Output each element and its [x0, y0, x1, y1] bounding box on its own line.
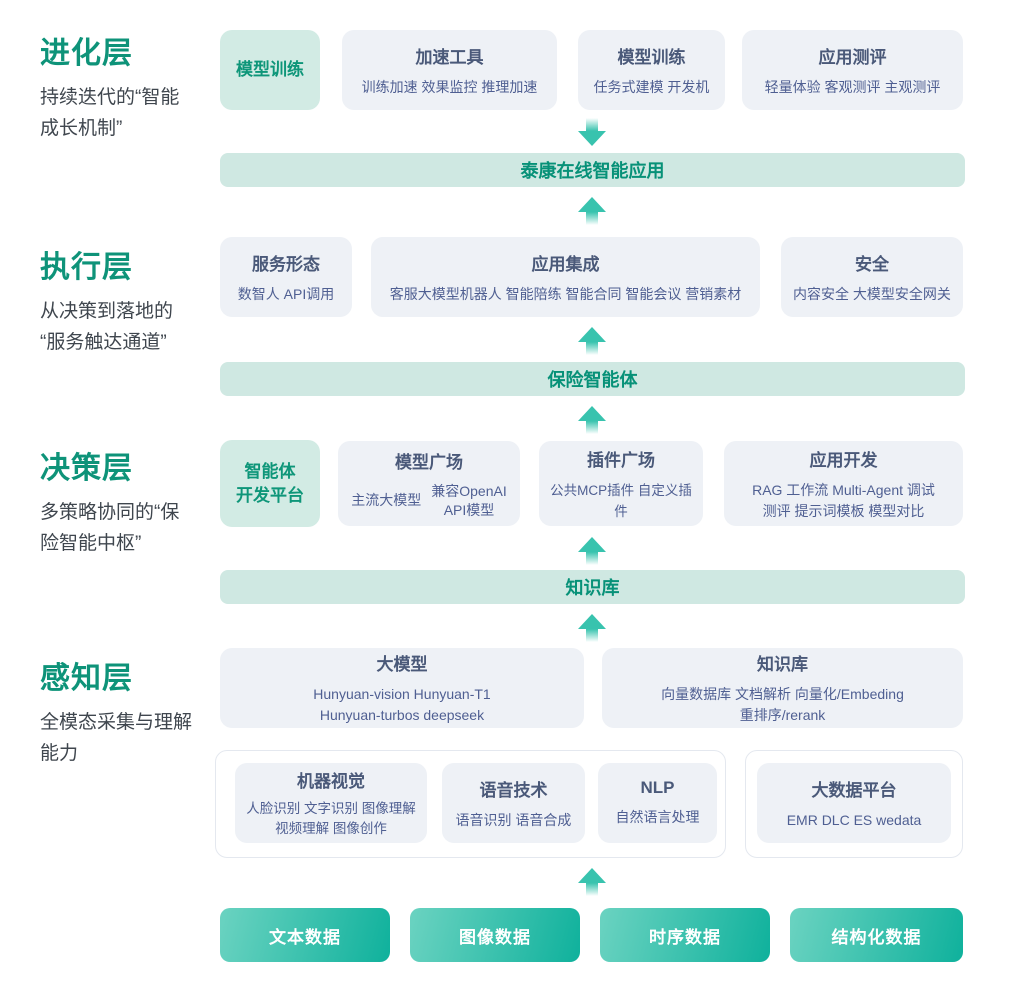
- arrow-up-icon: [578, 537, 606, 565]
- box-accel-tools: 加速工具 训练加速 效果监控 推理加速: [342, 30, 557, 110]
- arrow-tail: [586, 552, 598, 565]
- arrow-head: [578, 131, 606, 146]
- box-speech-tech: 语音技术 语音识别 语音合成: [442, 763, 585, 843]
- box-title: 机器视觉: [297, 772, 365, 791]
- box-security: 安全 内容安全 大模型安全网关: [781, 237, 963, 317]
- box-title: 应用集成: [531, 254, 600, 274]
- box-app-integration: 应用集成 客服大模型机器人 智能陪练 智能合同 智能会议 营销素材: [371, 237, 760, 317]
- box-model-training: 模型训练 任务式建模 开发机: [578, 30, 725, 110]
- layer-label-decision: 决策层 多策略协同的“保 险智能中枢”: [40, 443, 212, 559]
- arrow-head: [578, 868, 606, 883]
- layer-desc-execution: 从决策到落地的 “服务触达通道”: [40, 301, 174, 353]
- arrow-head: [578, 537, 606, 552]
- box-subtitle: EMR DLC ES wedata: [786, 811, 922, 828]
- layer-label-evolution: 进化层 持续迭代的“智能 成长机制”: [40, 28, 212, 144]
- box-title: 应用开发: [809, 450, 878, 470]
- arrow-head: [578, 614, 606, 629]
- arrow-up-icon: [578, 406, 606, 434]
- box-title: 知识库: [757, 655, 808, 674]
- box-structured-data: 结构化数据: [790, 908, 963, 962]
- box-title: 安全: [855, 254, 889, 274]
- box-subtitle: 自然语言处理: [615, 809, 700, 825]
- box-app-dev: 应用开发 RAG 工作流 Multi-Agent 调试 测评 提示词模板 模型对…: [724, 441, 963, 526]
- box-model-training-green: 模型训练: [220, 30, 320, 110]
- box-subtitle-right: 兼容OpenAI API模型: [431, 482, 507, 518]
- box-subtitle: RAG 工作流 Multi-Agent 调试 测评 提示词模板 模型对比: [752, 481, 935, 519]
- box-service-form: 服务形态 数智人 API调用: [220, 237, 352, 317]
- box-title: 大数据平台: [811, 780, 897, 800]
- arrow-tail: [586, 883, 598, 896]
- arrow-tail: [586, 421, 598, 434]
- box-title: 模型广场: [395, 452, 463, 472]
- layer-desc-evolution: 持续迭代的“智能 成长机制”: [40, 87, 180, 139]
- box-title: 服务形态: [252, 254, 320, 274]
- layer-desc-perception: 全模态采集与理解 能力: [40, 712, 193, 764]
- bar-insurance-agent: 保险智能体: [220, 362, 965, 396]
- arrow-up-icon: [578, 868, 606, 896]
- layer-desc-decision: 多策略协同的“保 险智能中枢”: [40, 502, 180, 554]
- arrow-tail: [586, 118, 598, 131]
- layer-title-execution: 执行层: [40, 251, 133, 284]
- box-subtitle: 语音识别 语音合成: [455, 811, 572, 828]
- box-plugin-plaza: 插件广场 公共MCP插件 自定义插件: [539, 441, 703, 526]
- box-subtitle: 主流大模型 兼容OpenAI API模型: [351, 482, 506, 520]
- box-computer-vision: 机器视觉 人脸识别 文字识别 图像理解 视频理解 图像创作: [235, 763, 427, 843]
- arrow-up-icon: [578, 327, 606, 355]
- box-title: 加速工具: [415, 47, 484, 67]
- arrow-tail: [586, 212, 598, 225]
- box-title: 语音技术: [479, 780, 548, 800]
- arrow-up-icon: [578, 614, 606, 642]
- arrow-head: [578, 406, 606, 421]
- box-title: 大模型: [376, 655, 428, 674]
- box-app-eval: 应用测评 轻量体验 客观测评 主观测评: [742, 30, 963, 110]
- arrow-head: [578, 197, 606, 212]
- box-nlp: NLP 自然语言处理: [598, 763, 717, 843]
- box-subtitle: 客服大模型机器人 智能陪练 智能合同 智能会议 营销素材: [389, 285, 742, 302]
- bar-knowledge-base: 知识库: [220, 570, 965, 604]
- box-title: 应用测评: [818, 47, 887, 67]
- layer-label-execution: 执行层 从决策到落地的 “服务触达通道”: [40, 242, 212, 358]
- box-image-data: 图像数据: [410, 908, 580, 962]
- box-subtitle: 人脸识别 文字识别 图像理解 视频理解 图像创作: [246, 801, 416, 836]
- box-timeseries-data: 时序数据: [600, 908, 770, 962]
- layer-title-perception: 感知层: [40, 662, 133, 695]
- box-subtitle: Hunyuan-vision Hunyuan-T1 Hunyuan-turbos…: [313, 686, 491, 723]
- layer-title-evolution: 进化层: [40, 37, 133, 70]
- box-title: NLP: [640, 778, 675, 797]
- bar-taikang-smart-app: 泰康在线智能应用: [220, 153, 965, 187]
- box-subtitle: 内容安全 大模型安全网关: [793, 285, 951, 302]
- box-subtitle: 数智人 API调用: [237, 285, 335, 302]
- box-subtitle: 轻量体验 客观测评 主观测评: [764, 78, 941, 95]
- box-agent-dev-platform-green: 智能体 开发平台: [220, 440, 320, 527]
- box-bigdata-platform: 大数据平台 EMR DLC ES wedata: [757, 763, 951, 843]
- box-subtitle: 公共MCP插件 自定义插件: [550, 482, 692, 519]
- arrow-tail: [586, 629, 598, 642]
- box-model-plaza: 模型广场 主流大模型 兼容OpenAI API模型: [338, 441, 520, 526]
- arrow-tail: [586, 342, 598, 355]
- box-subtitle: 训练加速 效果监控 推理加速: [361, 78, 538, 95]
- box-title: 插件广场: [587, 450, 655, 470]
- box-large-models: 大模型 Hunyuan-vision Hunyuan-T1 Hunyuan-tu…: [220, 648, 584, 728]
- box-text-data: 文本数据: [220, 908, 390, 962]
- box-subtitle: 任务式建模 开发机: [593, 78, 710, 95]
- arrow-up-icon: [578, 197, 606, 225]
- box-knowledge-base: 知识库 向量数据库 文档解析 向量化/Embeding 重排序/rerank: [602, 648, 963, 728]
- box-subtitle: 向量数据库 文档解析 向量化/Embeding 重排序/rerank: [661, 686, 904, 723]
- layer-title-decision: 决策层: [40, 452, 133, 485]
- arrow-head: [578, 327, 606, 342]
- layer-label-perception: 感知层 全模态采集与理解 能力: [40, 653, 212, 769]
- arrow-down-icon: [578, 118, 606, 146]
- box-subtitle-left: 主流大模型: [351, 492, 422, 508]
- box-title: 模型训练: [617, 47, 686, 67]
